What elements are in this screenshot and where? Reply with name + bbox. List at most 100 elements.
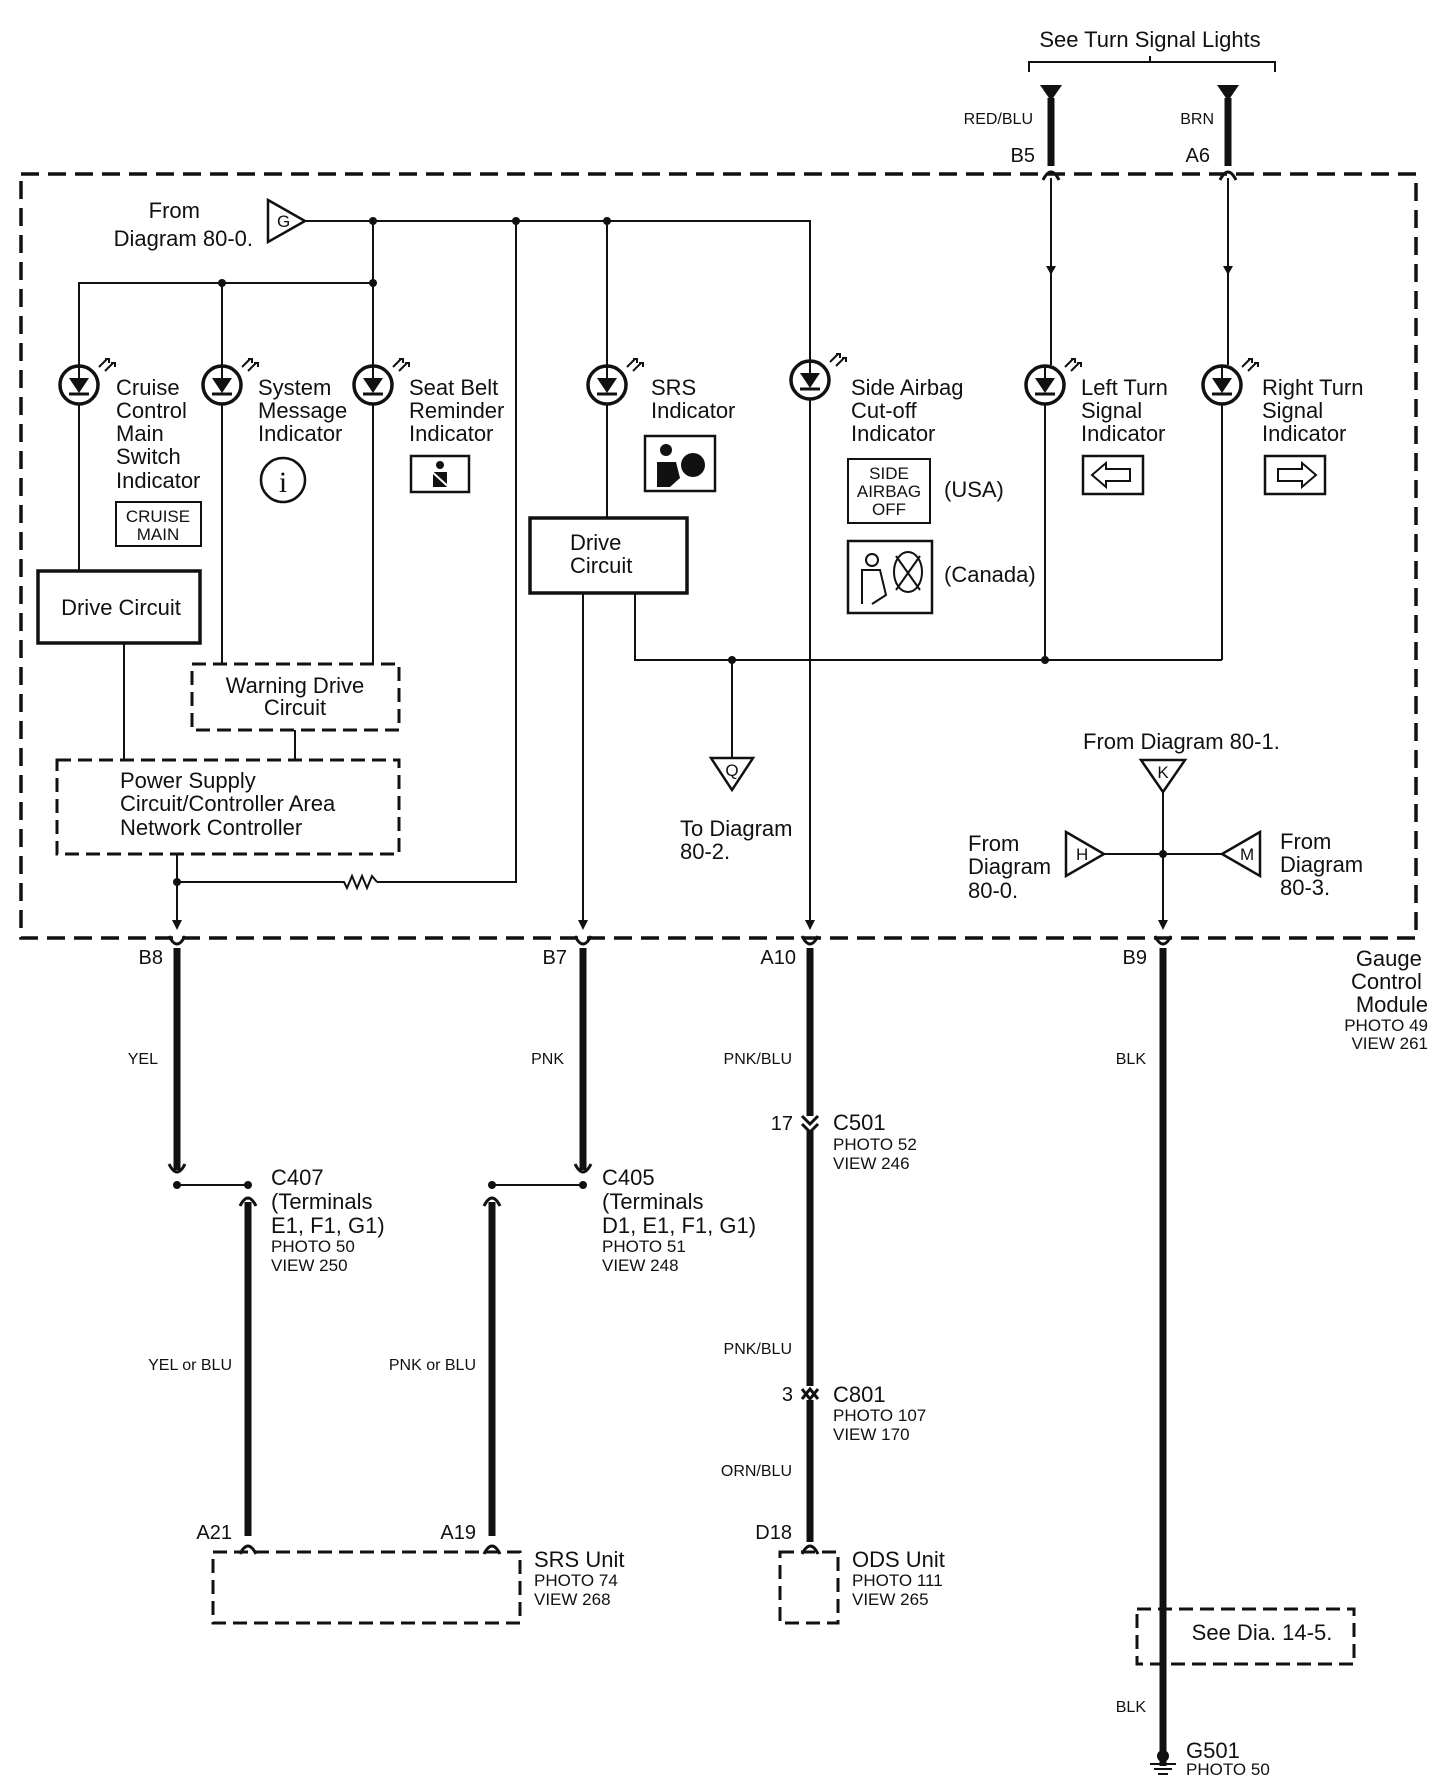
pin-b7: B7 (543, 947, 567, 969)
c407-line2: E1, F1, G1) (271, 1213, 385, 1238)
drive-circuit-srs-line2: Circuit (570, 553, 632, 578)
from-k-label: From Diagram 80-1. (1083, 729, 1280, 754)
leftturn-label: Left Turn Signal Indicator (1081, 375, 1174, 446)
wire-label-brn: BRN (1180, 111, 1214, 128)
cruise-label: Cruise Control Main Switch Indicator (116, 375, 200, 493)
pin-a10: A10 (760, 947, 796, 969)
srs-unit-box (211, 1550, 522, 1625)
wire-label-ornblu: ORN/BLU (721, 1463, 792, 1480)
see-dia-box (1135, 1607, 1356, 1666)
wire-label-pnkblu-2: PNK/BLU (724, 1341, 792, 1358)
pin-b9: B9 (1123, 947, 1147, 969)
seatbelt-icon (409, 454, 471, 494)
side-airbag-badge-line3: OFF (872, 500, 906, 519)
drive-circuit-left-box (36, 569, 202, 645)
warning-drive-line2: Circuit (264, 695, 326, 720)
c405-line2: D1, E1, F1, G1) (602, 1213, 756, 1238)
srs-unit-photo: PHOTO 74 (534, 1571, 618, 1590)
c405-name: C405 (602, 1165, 655, 1190)
warning-drive-box (190, 662, 401, 732)
c407-name: C407 (271, 1165, 324, 1190)
turn-left-arrow-icon (1040, 85, 1062, 101)
bus-main (305, 220, 811, 360)
srs-label: SRS Indicator (651, 375, 735, 423)
c407-view: VIEW 250 (271, 1256, 348, 1275)
connector-k-icon (1138, 758, 1188, 795)
connector-q-letter: Q (725, 761, 738, 780)
connector-g-letter: G (277, 212, 290, 231)
seatbelt-label: Seat Belt Reminder Indicator (409, 375, 511, 446)
wire-label-blk-1: BLK (1116, 1051, 1147, 1068)
c501-pin: 17 (771, 1113, 793, 1135)
rightturn-label: Right Turn Signal Indicator (1262, 375, 1370, 446)
wire-label-pnkblu-1: PNK/BLU (724, 1051, 792, 1068)
connector-h-icon (1064, 829, 1107, 879)
turn-signal-title: See Turn Signal Lights (1039, 27, 1260, 52)
canada-label: (Canada) (944, 562, 1036, 587)
from-g-line2: Diagram 80-0. (114, 226, 253, 251)
side-airbag-badge-line2: AIRBAG (857, 482, 921, 501)
c405-photo: PHOTO 51 (602, 1237, 686, 1256)
side-airbag-canada-icon (846, 539, 934, 615)
to-q-line2: 80-2. (680, 839, 730, 864)
ground-icon (1150, 1763, 1176, 1775)
connector-m-icon (1219, 829, 1262, 879)
wire-label-yel: YEL (128, 1051, 158, 1068)
ods-unit-photo: PHOTO 111 (852, 1571, 943, 1590)
c407-photo: PHOTO 50 (271, 1237, 355, 1256)
drive-circuit-srs-box (528, 516, 689, 595)
c501-view: VIEW 246 (833, 1154, 910, 1173)
usa-label: (USA) (944, 477, 1004, 502)
to-q-line1: To Diagram (680, 816, 792, 841)
pin-a21: A21 (196, 1522, 232, 1544)
power-supply-label: Power Supply Circuit/Controller Area Net… (120, 768, 341, 840)
svg-text:i: i (279, 466, 287, 499)
warning-drive-line1: Warning Drive (226, 673, 365, 698)
from-h-label: From Diagram 80-0. (968, 831, 1057, 903)
connector-q-icon (708, 756, 756, 793)
c801-name: C801 (833, 1382, 886, 1407)
resistor-icon (177, 873, 378, 891)
power-supply-box (55, 758, 401, 856)
c405-line1: (Terminals (602, 1189, 703, 1214)
ods-unit-box (778, 1550, 840, 1625)
sideairbag-label: Side Airbag Cut-off Indicator (851, 375, 970, 446)
srs-unit-view: VIEW 268 (534, 1590, 611, 1609)
turn-signal-brace (1028, 56, 1276, 72)
c407-line1: (Terminals (271, 1189, 372, 1214)
c501-photo: PHOTO 52 (833, 1135, 917, 1154)
c501-name: C501 (833, 1110, 886, 1135)
airbag-icon (643, 434, 717, 493)
connector-k-letter: K (1157, 763, 1169, 782)
side-airbag-badge-line1: SIDE (869, 464, 909, 483)
drive-circuit-left-label: Drive Circuit (61, 595, 181, 620)
c801-pin: 3 (782, 1384, 793, 1406)
turn-right-arrow-icon (1217, 85, 1239, 101)
connector-m-letter: M (1240, 845, 1254, 864)
wire-label-pnk-or-blu: PNK or BLU (389, 1357, 476, 1374)
cruise-badge-line2: MAIN (137, 525, 180, 544)
sysmsg-label: System Message Indicator (258, 375, 353, 446)
pin-b8: B8 (139, 947, 163, 969)
left-arrow-icon (1081, 454, 1145, 496)
gcm-photo: PHOTO 49 (1344, 1016, 1428, 1035)
ods-unit-view: VIEW 265 (852, 1590, 929, 1609)
connector-h-letter: H (1076, 845, 1088, 864)
from-m-label: From Diagram 80-3. (1280, 829, 1369, 900)
wire-label-pnk: PNK (531, 1051, 564, 1068)
pin-d18: D18 (755, 1522, 792, 1544)
c801-connector-icon (800, 1386, 820, 1402)
srs-unit-name: SRS Unit (534, 1547, 624, 1572)
gcm-label: Gauge Control Module (1351, 946, 1428, 1017)
pin-a19: A19 (440, 1522, 476, 1544)
wire-label-redblu: RED/BLU (964, 111, 1033, 128)
c801-photo: PHOTO 107 (833, 1406, 926, 1425)
c405-view: VIEW 248 (602, 1256, 679, 1275)
drive-circuit-srs-line1: Drive (570, 530, 621, 555)
wire-label-yel-or-blu: YEL or BLU (148, 1357, 232, 1374)
wire-label-blk-2: BLK (1116, 1699, 1147, 1716)
see-dia-label: See Dia. 14-5. (1192, 1620, 1333, 1645)
c801-view: VIEW 170 (833, 1425, 910, 1444)
ods-unit-name: ODS Unit (852, 1547, 945, 1572)
